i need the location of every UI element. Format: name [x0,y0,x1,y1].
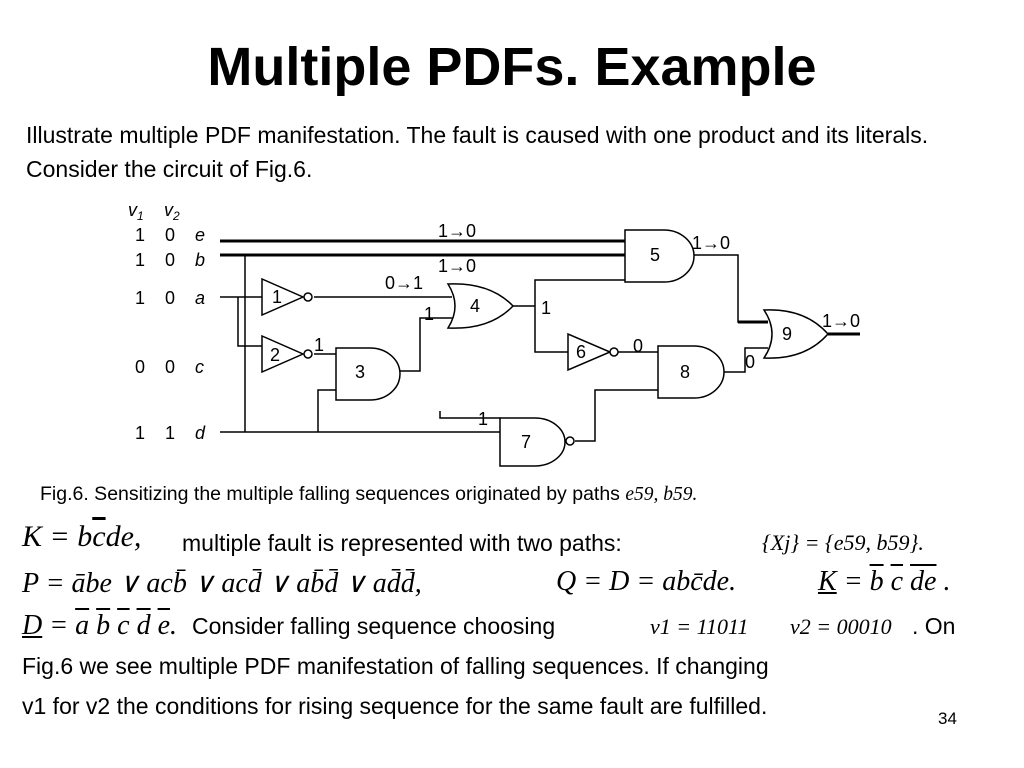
wire-g5-g9 [693,254,768,323]
sig-gate7-in: 1 [478,409,488,429]
a-name: a [195,288,205,308]
d-v1: 1 [135,423,145,443]
wire-g4-g6 [534,306,568,353]
wire-g3-g4 [400,317,455,372]
svg-text:6: 6 [576,342,586,362]
equation-K-bar: K = b c de . [818,566,951,597]
e-v2: 0 [165,225,175,245]
caption-text: Fig.6. Sensitizing the multiple falling … [40,483,620,505]
gate-3: 3 [335,347,401,401]
body-line1-text: multiple fault is represented with two p… [182,530,622,556]
sig-e-line: 1→0 [438,221,476,241]
b-v1: 1 [135,250,145,270]
d-v2: 1 [165,423,175,443]
body-line1-set: {Xj} = {e59, b59}. [762,530,924,555]
equation-K: K = bcde, [22,520,142,553]
sig-gate5-out: 1→0 [692,233,730,253]
body-line3-v2: v2 = 00010 [790,614,892,639]
gate-2: 2 [261,334,313,374]
e-v1: 1 [135,225,145,245]
body-line4: Fig.6 we see multiple PDF manifestation … [22,653,769,679]
svg-text:3: 3 [355,362,365,382]
sig-gate4-out: 1 [541,298,551,318]
body-line3-v1: v1 = 11011 [650,614,749,639]
wire-g7-g8 [575,389,658,442]
c-name: c [195,357,204,377]
sig-gate1-out: 0→1 [385,273,423,293]
e-name: e [195,225,205,245]
intro-paragraph: Illustrate multiple PDF manifestation. T… [26,122,929,182]
wire-c-g7 [439,411,500,419]
svg-text:4: 4 [470,296,480,316]
wire-d-gate3 [317,389,336,432]
d-name: d [195,423,206,443]
a-v2: 0 [165,288,175,308]
sig-gate8-out: 0 [745,352,755,372]
input-row-a: 1 0 a [135,288,205,308]
slide-number: 34 [938,709,957,728]
svg-text:9: 9 [782,324,792,344]
gate-9: 9 [762,309,830,359]
sig-gate6-out: 0 [633,336,643,356]
b-name: b [195,250,205,270]
equation-Q: Q = D = abc̄de. [556,566,737,597]
gate-4: 4 [446,283,515,329]
v1-header: v1 [128,200,144,223]
wire-g8-g9 [723,347,768,373]
a-v1: 1 [135,288,145,308]
b-v2: 0 [165,250,175,270]
c-v2: 0 [165,357,175,377]
wire-g4-g5 [534,279,625,306]
figure-caption: Fig.6. Sensitizing the multiple falling … [40,483,697,506]
equation-D: D = a b c d e. [22,610,178,641]
svg-text:2: 2 [270,345,280,365]
input-row-e: 1 0 e [135,225,205,245]
sig-b-line: 1→0 [438,256,476,276]
v2-header: v2 [164,200,180,223]
input-row-b: 1 0 b [135,250,205,270]
gate-1: 1 [261,277,313,317]
body-line5: v1 for v2 the conditions for rising sequ… [22,693,768,719]
body-line3-text: Consider falling sequence choosing [192,613,556,639]
gate-8: 8 [657,345,725,399]
sig-gate3-to-4: 1 [424,304,434,324]
wire-a-branch [237,297,262,347]
sig-gate9-out: 1→0 [822,311,860,331]
svg-text:5: 5 [650,245,660,265]
gate-7: 7 [499,417,575,467]
c-v1: 0 [135,357,145,377]
slide-title: Multiple PDFs. Example [207,37,817,97]
gate-5: 5 [624,229,695,283]
gate-6: 6 [567,332,619,372]
input-row-d: 1 1 d [135,423,206,443]
equation-P: P = ābe ∨ acb̄ ∨ acd̄ ∨ ab̄d̄ ∨ ad̄d̄, [22,568,422,599]
svg-text:7: 7 [521,432,531,452]
sig-gate2-out: 1 [314,335,324,355]
caption-paths: e59, b59. [625,484,698,505]
svg-text:1: 1 [272,287,282,307]
body-line3-tail: . On [912,613,956,639]
svg-text:8: 8 [680,362,690,382]
input-row-c: 0 0 c [135,357,204,377]
